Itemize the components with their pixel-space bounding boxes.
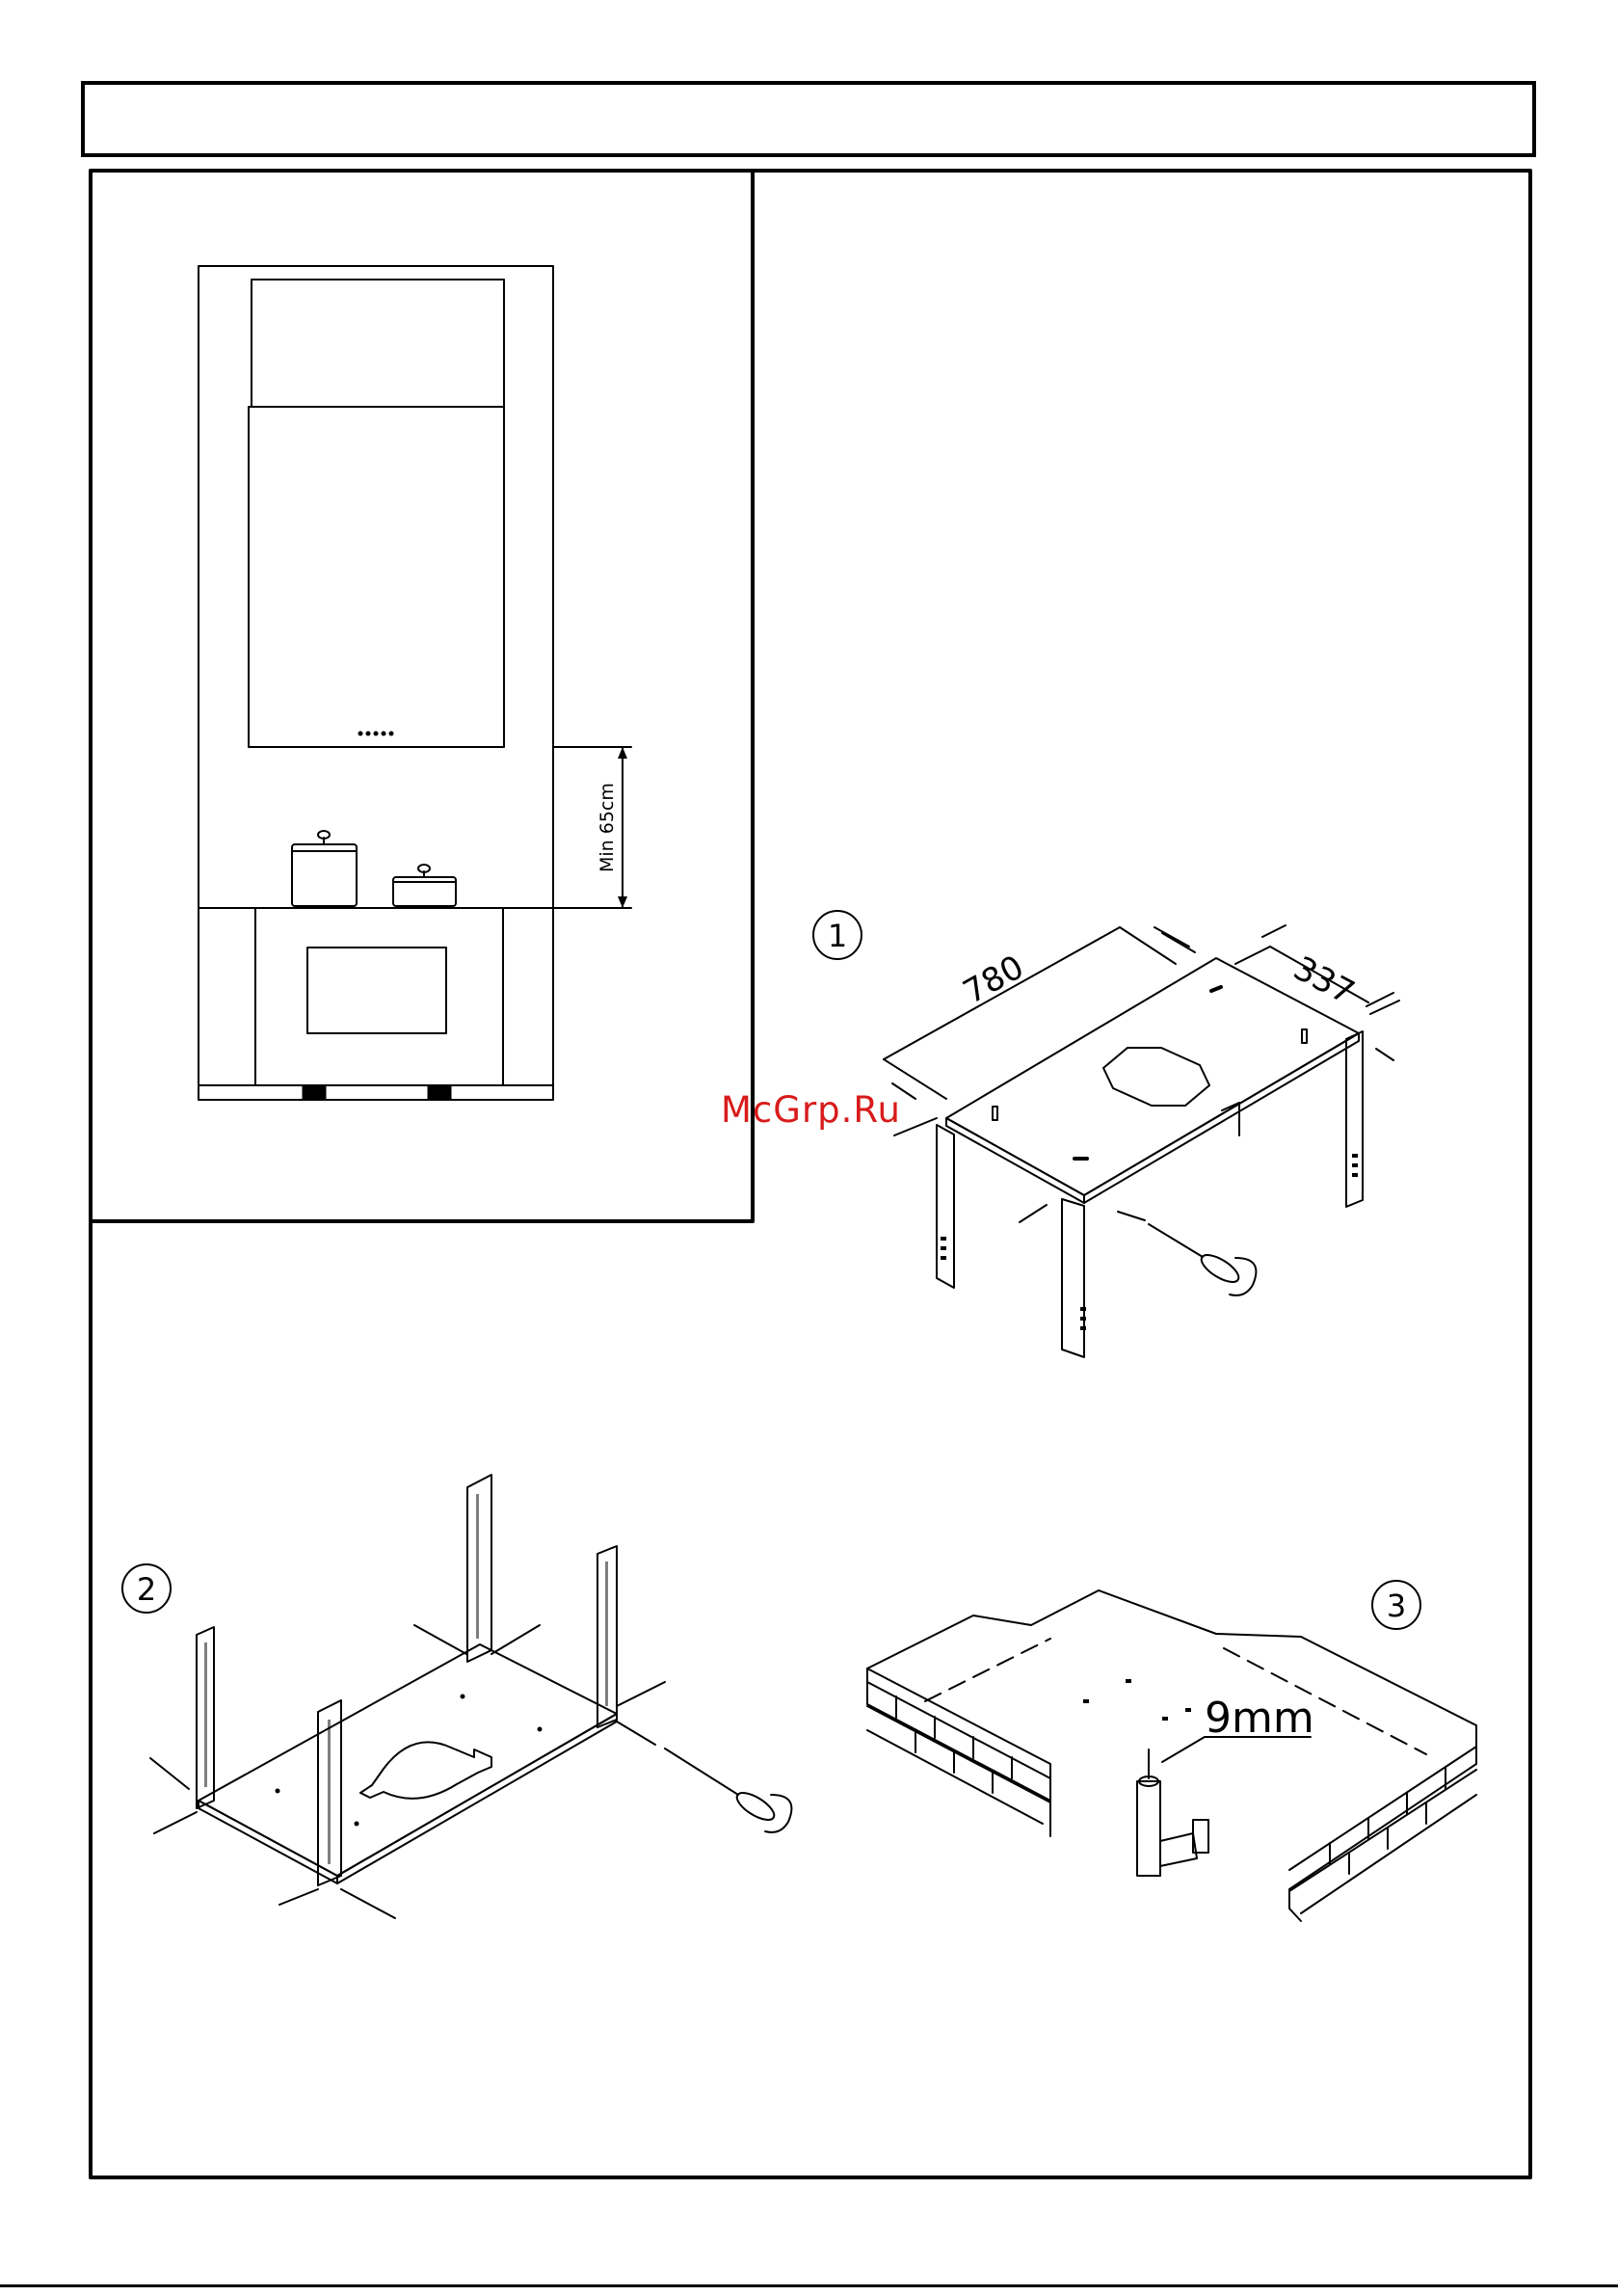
step-3-figure: 3 [867, 1581, 1476, 1921]
main-frame [91, 171, 1530, 2177]
base-plate [199, 1644, 617, 1876]
leg-back-right [1346, 1031, 1363, 1207]
step-1-figure: 1 780 337 [813, 911, 1399, 1357]
step-2-number: 2 [137, 1571, 156, 1608]
dimension-337: 337 [1287, 949, 1361, 1013]
drill-icon [1137, 1749, 1208, 1876]
leg-front-left [937, 1125, 954, 1288]
dimension-780: 780 [957, 948, 1030, 1011]
drill-size-label: 9mm [1205, 1694, 1314, 1743]
hood-body [249, 407, 504, 747]
elevation-panel [91, 171, 753, 1221]
base-cutout [360, 1742, 491, 1798]
screwdriver-icon-2 [665, 1749, 791, 1832]
leg-front-center [1062, 1199, 1084, 1357]
footer-strip [0, 2284, 1618, 2287]
hood-chimney [252, 280, 504, 407]
oven-body [255, 908, 503, 1085]
step-2-figure: 2 [122, 1475, 791, 1918]
min-height-label: Min 65cm [597, 783, 618, 872]
pot-small-icon [393, 865, 456, 906]
elevation-figure: Min 65cm [91, 171, 753, 1221]
octagon-cutout [1103, 1048, 1209, 1106]
step-3-number: 3 [1387, 1588, 1406, 1624]
step-1-number: 1 [828, 918, 847, 954]
watermark: McGrp.Ru [721, 1089, 901, 1131]
oven-foot-left [303, 1085, 326, 1099]
oven-window [307, 948, 446, 1033]
brick-wall-right [1289, 1747, 1476, 1913]
leg-back [467, 1475, 491, 1662]
screws-step-2 [150, 1625, 665, 1918]
screwdriver-icon-1 [1149, 1224, 1256, 1295]
pot-large-icon [292, 831, 357, 906]
oven-foot-right [428, 1085, 451, 1099]
hood-control-dots-icon [358, 732, 394, 736]
